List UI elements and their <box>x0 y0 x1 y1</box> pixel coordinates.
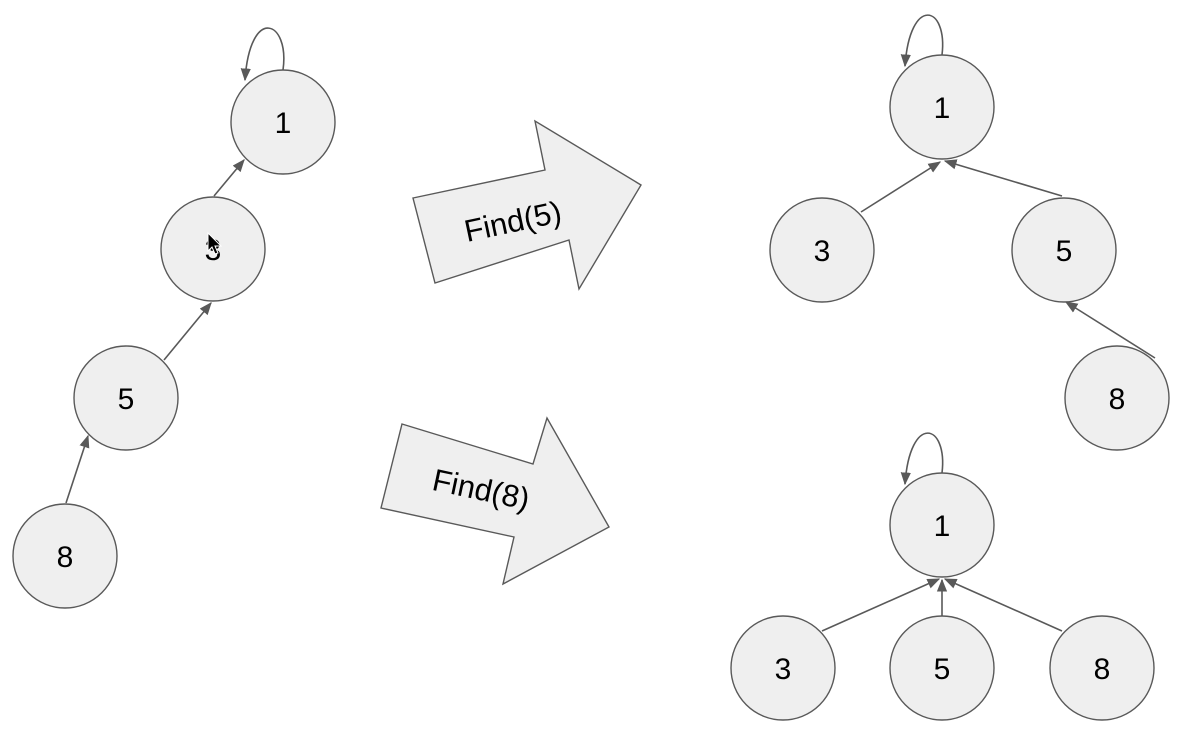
node-label: 3 <box>775 653 792 686</box>
node-8: 8 <box>1064 345 1170 451</box>
node-1: 1 <box>889 472 995 578</box>
edge-5-to-1 <box>943 159 1063 197</box>
node-5: 5 <box>889 615 995 721</box>
node-1: 1 <box>889 54 995 160</box>
node-label: 5 <box>1056 235 1073 268</box>
edge-5-to-3 <box>163 302 212 361</box>
node-8: 8 <box>12 503 118 609</box>
node-label: 8 <box>1109 383 1126 416</box>
node-label: 8 <box>57 541 74 574</box>
node-label: 5 <box>118 383 135 416</box>
node-label: 5 <box>934 653 951 686</box>
edge-8-to-5 <box>1064 301 1156 359</box>
node-label: 8 <box>1094 653 1111 686</box>
node-label: 3 <box>814 235 831 268</box>
edge-self-loop-1 <box>900 14 944 68</box>
node-3: 3 <box>769 197 875 303</box>
edge-3-to-1 <box>821 578 941 632</box>
edge-self-loop-1 <box>240 27 285 82</box>
edge-3-to-1 <box>860 161 942 213</box>
edge-8-to-1 <box>943 578 1063 632</box>
tree-after-find-8: 1 3 5 8 <box>730 432 1155 721</box>
node-1: 1 <box>230 69 336 175</box>
node-5: 5 <box>1011 197 1117 303</box>
node-3: 3 <box>730 615 836 721</box>
edge-3-to-1 <box>213 159 245 197</box>
edge-self-loop-1 <box>900 432 944 486</box>
node-label: 1 <box>934 92 951 125</box>
tree-after-find-5: 1 3 5 8 <box>769 14 1170 451</box>
node-label: 1 <box>275 107 292 140</box>
operation-arrow-find-8: Find(8) <box>380 416 610 586</box>
tree-initial: 1 3 5 8 <box>12 27 336 609</box>
edge-8-to-5 <box>65 434 90 504</box>
mouse-cursor-icon <box>207 231 223 255</box>
node-8: 8 <box>1049 615 1155 721</box>
node-5: 5 <box>73 345 179 451</box>
operation-arrow-find-5: Find(5) <box>412 119 642 291</box>
node-label: 1 <box>934 510 951 543</box>
